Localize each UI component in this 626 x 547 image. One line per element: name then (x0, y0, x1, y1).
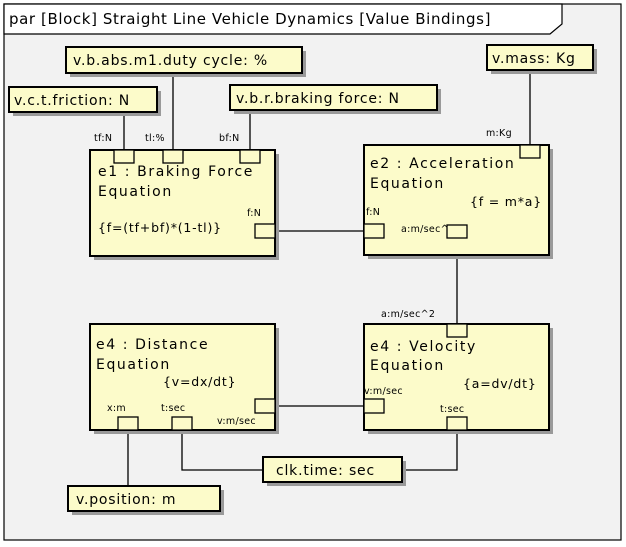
e4v-port-v-label: v:m/sec (364, 386, 403, 397)
e4d-title-line-1: e4 : Distance (96, 337, 209, 353)
e4v-port-v[interactable] (363, 398, 385, 414)
value-mass[interactable]: v.mass: Kg (486, 44, 597, 74)
e4d-equation: {v=dx/dt} (163, 374, 236, 389)
block-e1-braking-force[interactable]: e1 : Braking Force Equation {f=(tf+bf)*(… (89, 133, 279, 260)
block-e4-velocity[interactable]: e4 : Velocity Equation {a=dv/dt} a:m/sec… (363, 309, 553, 434)
e4d-port-x-label: x:m (107, 403, 126, 414)
connector-time-distance (181, 430, 263, 471)
e1-port-f-label: f:N (247, 208, 261, 219)
e4v-port-t[interactable] (446, 416, 468, 431)
e4v-port-a[interactable] (446, 323, 468, 338)
value-friction[interactable]: v.c.t.friction: N (8, 86, 161, 116)
block-e4-distance[interactable]: e4 : Distance Equation {v=dx/dt} x:m t:s… (89, 323, 279, 434)
e1-equation: {f=(tf+bf)*(1-tl)} (98, 220, 222, 235)
block-e2-acceleration[interactable]: e2 : Acceleration Equation {f = m*a} m:K… (363, 128, 553, 259)
e2-port-a[interactable] (446, 224, 468, 239)
e1-title-line-2: Equation (98, 184, 173, 200)
e2-port-f-label: f:N (366, 207, 380, 218)
value-braking-force-label: v.b.r.braking force: N (236, 91, 400, 107)
value-duty-cycle-label: v.b.abs.m1.duty cycle: % (73, 53, 268, 69)
e2-port-a-label: a:m/sec^2 (401, 224, 455, 235)
frame-title: par [Block] Straight Line Vehicle Dynami… (9, 10, 491, 28)
e4d-port-v[interactable] (254, 398, 276, 414)
e2-title-line-1: e2 : Acceleration (370, 156, 515, 172)
value-mass-label: v.mass: Kg (492, 51, 576, 67)
e4d-port-x[interactable] (117, 416, 139, 431)
value-clk-time-label: clk.time: sec (276, 463, 375, 479)
value-position[interactable]: v.position: m (67, 485, 224, 515)
value-friction-label: v.c.t.friction: N (14, 93, 130, 109)
e4d-port-t[interactable] (171, 416, 193, 431)
value-position-label: v.position: m (76, 492, 176, 508)
e2-equation: {f = m*a} (470, 194, 542, 209)
e1-port-tl-label: tl:% (145, 133, 165, 144)
e4v-port-t-label: t:sec (440, 404, 464, 415)
e4v-port-a-label: a:m/sec^2 (381, 309, 435, 320)
e1-port-tf-label: tf:N (94, 133, 112, 144)
connector-time-velocity (402, 430, 458, 471)
e1-port-bf[interactable] (239, 149, 261, 164)
e2-port-m-label: m:Kg (486, 128, 512, 139)
e4v-title-line-1: e4 : Velocity (370, 339, 477, 355)
e4d-title-line-2: Equation (96, 357, 171, 373)
e4d-port-t-label: t:sec (161, 403, 185, 414)
e4v-equation: {a=dv/dt} (463, 376, 537, 391)
e1-port-tf[interactable] (113, 149, 135, 164)
e1-title-line-1: e1 : Braking Force (98, 164, 254, 180)
frame-title-tab (3, 3, 563, 35)
e4v-title-line-2: Equation (370, 358, 445, 374)
e1-port-bf-label: bf:N (219, 133, 240, 144)
e2-port-f[interactable] (363, 223, 385, 239)
e2-port-m[interactable] (519, 144, 541, 159)
value-braking-force[interactable]: v.b.r.braking force: N (229, 84, 441, 114)
e1-port-f[interactable] (254, 223, 276, 239)
e2-title-line-2: Equation (370, 176, 445, 192)
e1-port-tl[interactable] (162, 149, 184, 164)
e4d-port-v-label: v:m/sec (217, 416, 256, 427)
value-duty-cycle[interactable]: v.b.abs.m1.duty cycle: % (65, 46, 306, 77)
value-clk-time[interactable]: clk.time: sec (262, 456, 406, 486)
